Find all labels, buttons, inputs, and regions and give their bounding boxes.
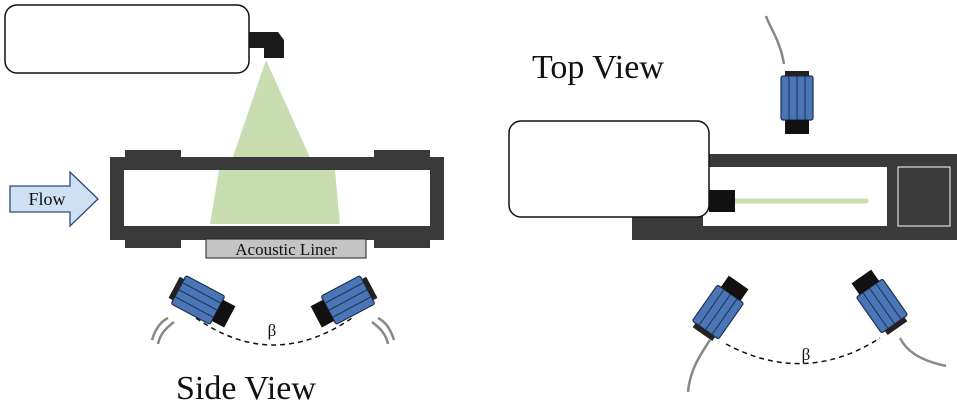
camera-cable bbox=[150, 316, 169, 341]
camera-cable bbox=[764, 15, 786, 65]
laser-head bbox=[4, 4, 250, 74]
camera-right bbox=[308, 272, 380, 332]
camera-cable bbox=[898, 337, 947, 368]
camera-top bbox=[780, 70, 814, 135]
flow-arrow bbox=[9, 170, 99, 228]
side-view: Acoustic Liner Flow β Side View bbox=[4, 4, 444, 407]
angle-label: β bbox=[802, 345, 811, 364]
camera-cable bbox=[686, 339, 712, 393]
top-view: Top View β bbox=[508, 15, 957, 393]
acoustic-liner-label: Acoustic Liner bbox=[235, 240, 337, 259]
camera-left bbox=[166, 272, 238, 332]
laser-optic bbox=[249, 32, 284, 58]
camera-lower-left bbox=[688, 272, 753, 344]
side-view-caption: Side View bbox=[176, 370, 316, 407]
flange-bottom-left bbox=[125, 238, 181, 248]
angle-label: β bbox=[268, 321, 277, 340]
flow-label: Flow bbox=[28, 189, 65, 209]
test-section-channel bbox=[110, 157, 444, 240]
laser-optic bbox=[709, 190, 735, 212]
flange-top-right bbox=[374, 150, 430, 160]
top-view-caption: Top View bbox=[532, 49, 664, 86]
angle-arc bbox=[725, 337, 881, 365]
angle-arc bbox=[195, 317, 353, 346]
probe-block bbox=[897, 166, 951, 227]
flange-bottom-right bbox=[374, 238, 430, 248]
flange-top-left bbox=[125, 150, 181, 160]
camera-cable bbox=[377, 316, 396, 341]
laser-head bbox=[508, 120, 710, 218]
acoustic-liner bbox=[205, 238, 367, 259]
camera-lower-right bbox=[847, 266, 912, 338]
